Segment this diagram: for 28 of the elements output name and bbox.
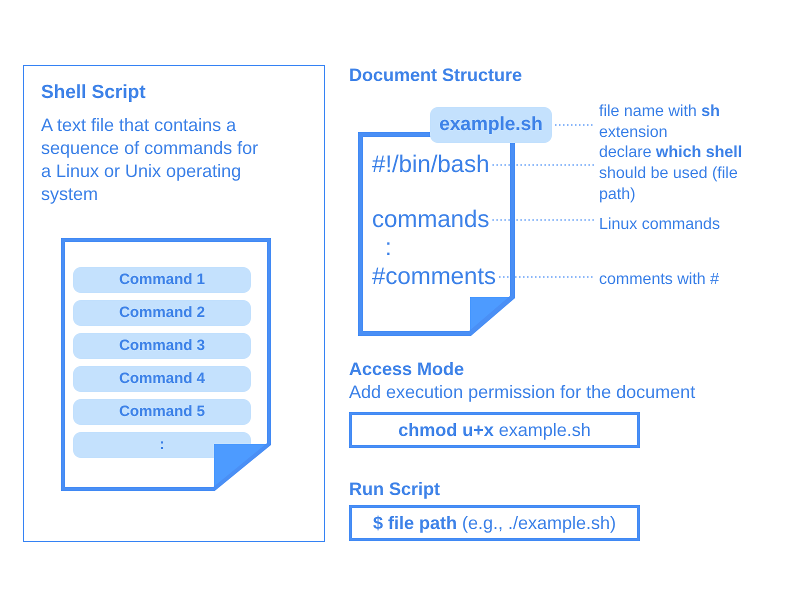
- code-line: commands: [372, 206, 490, 234]
- code-snippet: $ file path (e.g., ./example.sh): [349, 505, 640, 541]
- annotation-text: Linux commands: [599, 214, 759, 235]
- code-line: #!/bin/bash: [372, 151, 490, 179]
- description-text: A text file that contains a sequence of commands for a Linux or Unix operating system: [41, 114, 260, 206]
- panel-title: Shell Script: [41, 81, 146, 104]
- leader-line: [555, 124, 595, 126]
- document-page: [61, 238, 271, 491]
- info-panel: [23, 65, 325, 542]
- code-line: #comments: [372, 263, 496, 291]
- document-page: [358, 132, 515, 336]
- command-tag: Command 3: [73, 333, 251, 359]
- continuation-mark: :: [385, 234, 392, 262]
- leader-line: [499, 276, 595, 278]
- command-tag: Command 5: [73, 399, 251, 425]
- section-heading: Run Script: [349, 478, 440, 500]
- section-heading: Document Structure: [349, 64, 522, 86]
- command-tag: Command 1: [73, 267, 251, 293]
- description-text: Add execution permission for the document: [349, 381, 696, 403]
- command-tag: Command 2: [73, 300, 251, 326]
- leader-line: [492, 164, 595, 166]
- file-name-tag: example.sh: [430, 107, 552, 143]
- command-tag: Command 4: [73, 366, 251, 392]
- section-heading: Access Mode: [349, 358, 464, 380]
- annotation-text: declare which shell should be used (file path): [599, 142, 759, 205]
- annotation-text: comments with #: [599, 269, 759, 290]
- leader-line: [492, 219, 595, 221]
- code-snippet: chmod u+x example.sh: [349, 412, 640, 448]
